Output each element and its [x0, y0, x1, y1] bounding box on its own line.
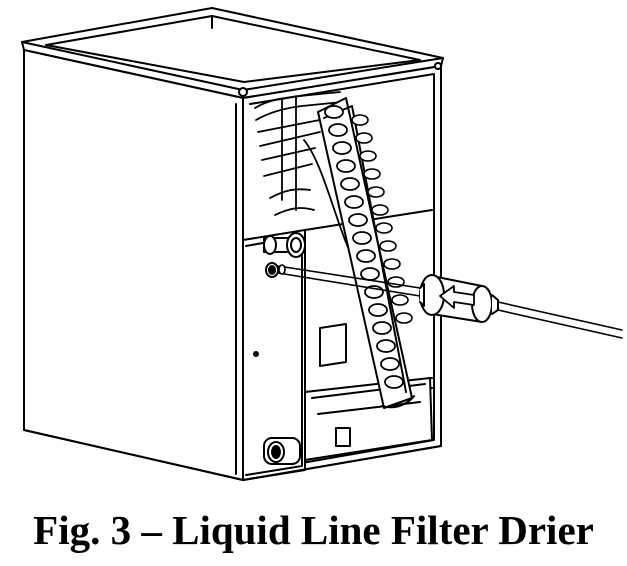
cabinet-left-panel [23, 49, 248, 481]
flow-arrow-icon [439, 285, 475, 309]
suction-line-stub [263, 232, 306, 258]
line-set-fittings [263, 232, 306, 278]
electrical-knockout [263, 437, 301, 465]
liquid-line-stub [265, 262, 279, 278]
filter-drier-illustration [21, 7, 623, 481]
evaporator-coil [317, 97, 415, 409]
liquid-line-tube [277, 264, 421, 297]
coil-header-tubes [254, 91, 371, 301]
outgoing-liquid-line [497, 301, 623, 339]
filter-drier [419, 274, 499, 323]
cabinet-top-flange [21, 7, 444, 99]
cabinet-base-lines [23, 429, 442, 481]
figure-caption: Fig. 3 – Liquid Line Filter Drier [33, 507, 594, 553]
